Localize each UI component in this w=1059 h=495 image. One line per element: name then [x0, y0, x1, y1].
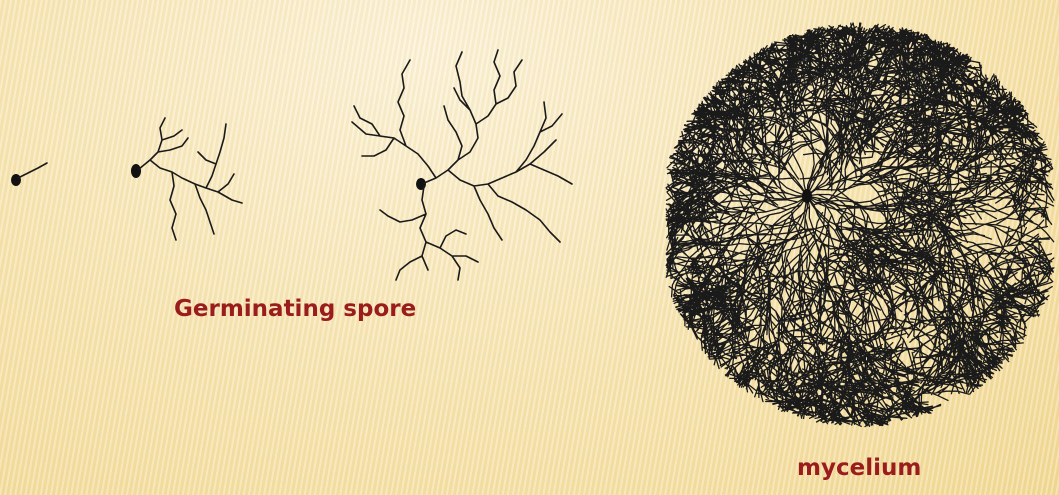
hyphae-2 — [139, 118, 242, 240]
spore-2 — [131, 164, 141, 178]
mycelium-network — [666, 23, 1054, 427]
mycelium-spore — [802, 189, 812, 203]
spore-1 — [11, 174, 21, 186]
spore-stage-1 — [11, 163, 47, 186]
spore-3 — [416, 178, 426, 190]
hyphae-3 — [352, 50, 572, 280]
germ-tube-1 — [18, 163, 47, 178]
germinating-spore-label: Germinating spore — [174, 296, 416, 322]
mycelium-label: mycelium — [797, 455, 921, 481]
spore-stage-2 — [131, 118, 242, 240]
spore-stage-3 — [352, 50, 572, 280]
mycelium-hyphae — [666, 23, 1054, 427]
